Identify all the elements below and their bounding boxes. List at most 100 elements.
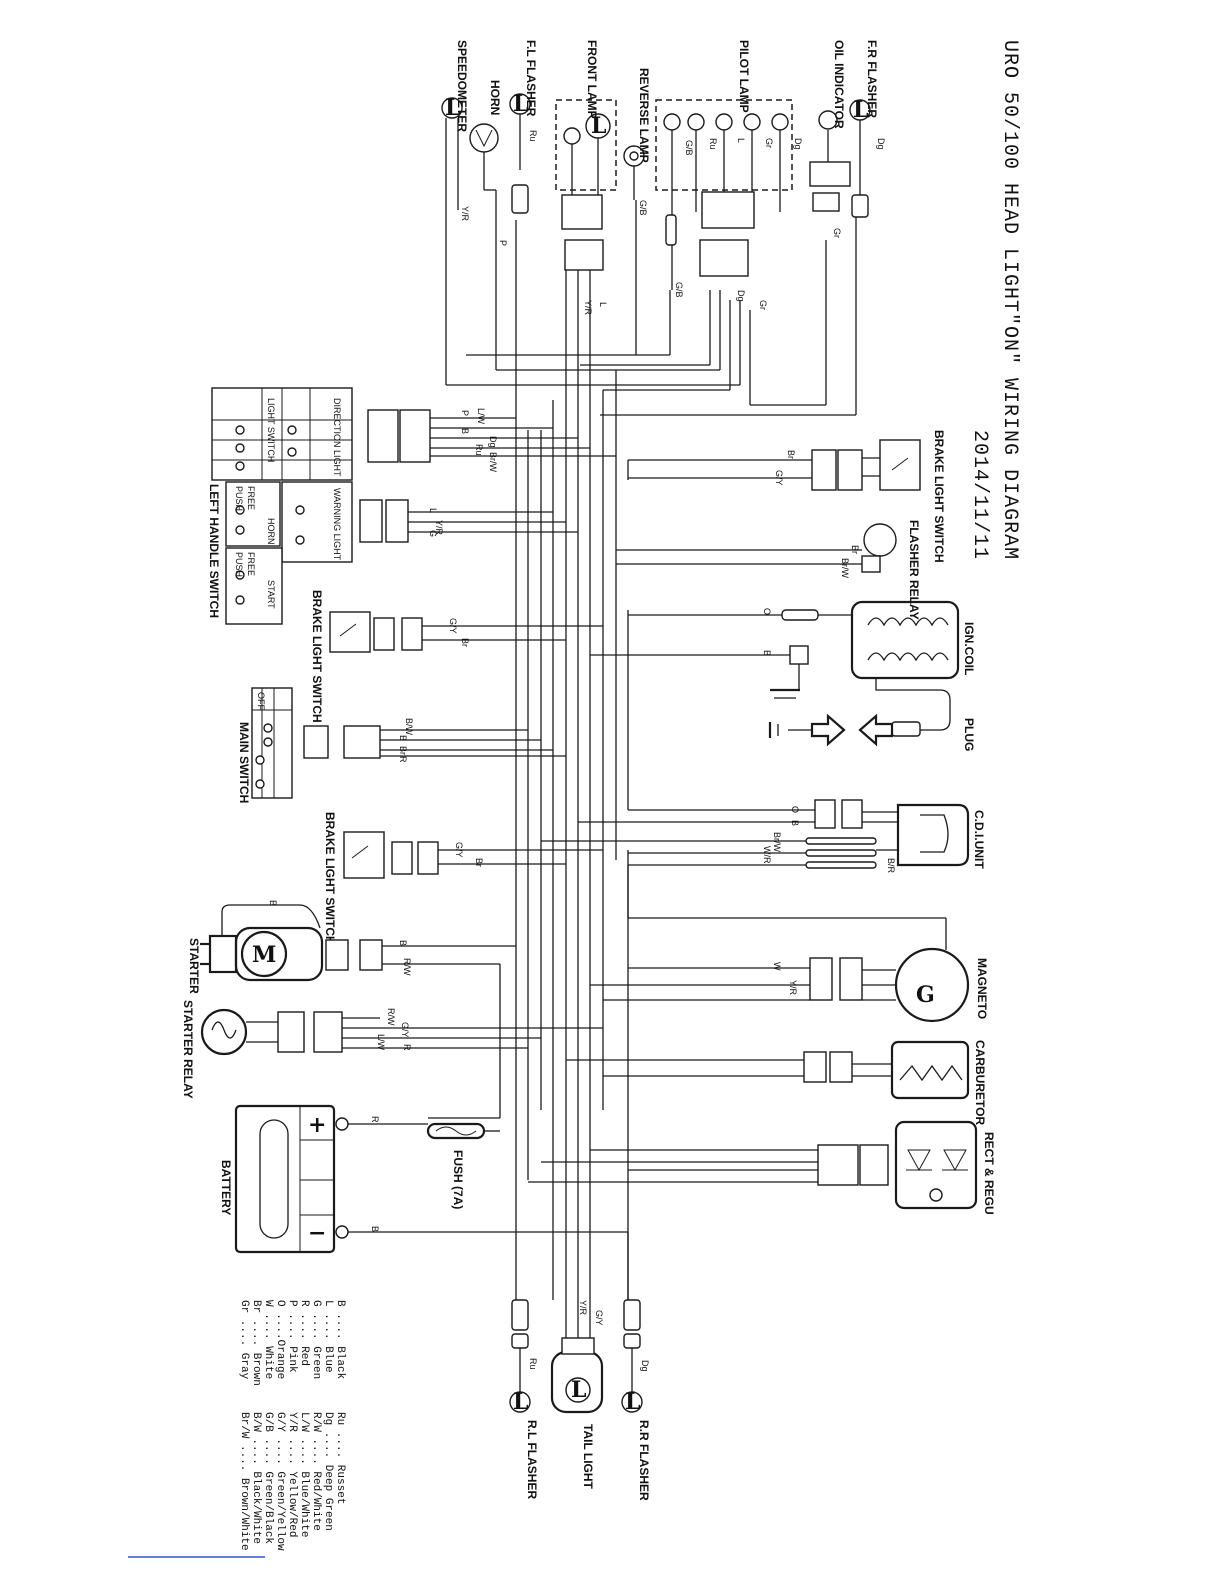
fl-flasher: L F.L FLASHER Ru [509, 40, 538, 214]
off-label: OFF [256, 692, 266, 710]
wire-label: Ru [708, 138, 718, 150]
wire-label: L/W [376, 1034, 386, 1051]
starter-relay: STARTER RELAY R/W G/Y L/W R [181, 1000, 603, 1099]
carburetor: CARBURETOR [566, 1040, 987, 1125]
lamp-icon: L [513, 1389, 528, 1415]
carburetor-label: CARBURETOR [973, 1040, 987, 1125]
lamp-icon: L [625, 1389, 640, 1415]
wire-label: L/W [476, 408, 486, 425]
wire-label: Br/W [840, 558, 850, 579]
legend-item: Ru .... Russet [334, 1412, 346, 1504]
wire-label: G/B [674, 282, 684, 298]
rr-flasher: L R.R FLASHER Dg [621, 1299, 651, 1501]
rr-flasher-label: R.R FLASHER [637, 1420, 651, 1501]
wire-label: R [370, 1116, 380, 1123]
wire-label: B/W [404, 718, 414, 736]
wire-label: B [762, 650, 772, 656]
wire-label: G/Y [400, 1022, 410, 1038]
battery-label: BATTERY [219, 1160, 233, 1215]
legend-item: Br .... Brown [250, 1300, 262, 1386]
rl-flasher: L R.L FLASHER Ru [509, 1299, 539, 1499]
starter-label: STARTER [187, 938, 201, 994]
fuse-label: FUSH (7A) [451, 1150, 465, 1209]
wire-label: Br [786, 450, 796, 459]
legend-item: Dg .... Deep Green [322, 1412, 334, 1531]
wire-label: L [598, 302, 608, 307]
wire-label: G/Y [454, 842, 464, 858]
battery: + − BATTERY R B [219, 1104, 629, 1300]
legend-item: G .... Green [310, 1300, 322, 1379]
horn: HORN P [469, 80, 508, 246]
fl-flasher-label: F.L FLASHER [524, 40, 538, 117]
wire-label: Br [474, 858, 484, 867]
magneto: G MAGNETO W Y/R [590, 947, 989, 1023]
minus-icon: − [308, 1220, 326, 1246]
wire-label: B [790, 820, 800, 826]
magneto-label: MAGNETO [975, 958, 989, 1019]
starter: M STARTER B B R/W [187, 900, 516, 1118]
tail-light: L TAIL LIGHT Y/R G/Y [550, 1160, 604, 1490]
wire-label: W [772, 962, 782, 971]
reverse-lamp: REVERSE LAMP G/B [623, 68, 651, 216]
lamp-icon: L [853, 97, 868, 123]
wire-label: G [428, 530, 438, 537]
wire-label: Ru [474, 444, 484, 456]
wire-label: G/B [638, 200, 648, 216]
wire-label: Dg [876, 138, 886, 150]
speedometer-label: SPEEDOMETER [455, 40, 469, 132]
cdi-unit: C.D.I.UNIT O B Br/W W/R B/R [541, 799, 986, 950]
wire-label: G/Y [448, 618, 458, 634]
legend-item: R/W .... Red/White [310, 1412, 322, 1531]
wire-label: B [398, 735, 408, 741]
title-line2: 2014/11/11 [968, 430, 991, 560]
legend-item: Br/W .... Brown/White [238, 1412, 250, 1551]
legend-item: R .... Red [298, 1300, 310, 1366]
main-switch-label: MAIN SWITCH [237, 722, 251, 803]
flasher-relay-label: FLASHER RELAY [907, 520, 921, 620]
wire-label: Gr [758, 300, 768, 310]
wire-label: R [402, 1044, 412, 1051]
wire-label: G/Y [774, 470, 784, 486]
flasher-relay: FLASHER RELAY Br Br/W [616, 520, 921, 620]
title-line1: URO 50/100 HEAD LIGHT"ON" WIRING DIAGRAM [998, 40, 1021, 560]
generator-icon: G [916, 982, 935, 1008]
brake-light-switch-low: BRAKE LIGHT SWITCH G/Y Br [323, 812, 603, 945]
wire-label: Br/W [488, 452, 498, 473]
start-switch-label: START [266, 580, 276, 609]
wire-label: O [762, 608, 772, 615]
wire-label: R [398, 756, 408, 763]
left-handle-switch-label: LEFT HANDLE SWITCH [207, 484, 221, 618]
wire-label: Dg [640, 1360, 650, 1372]
wire-label: Y/R [434, 520, 444, 536]
wire-label: Dg [793, 138, 803, 150]
rl-flasher-label: R.L FLASHER [525, 1420, 539, 1499]
wire-label: Ru [528, 1358, 538, 1370]
free-label: FREE [246, 486, 256, 510]
plus-icon: + [308, 1112, 326, 1138]
legend-item: O ....Orange [274, 1300, 286, 1379]
wire-label: B [268, 900, 278, 906]
diode-icon [906, 1149, 932, 1172]
oil-indicator-label: OIL INDICATOR [832, 40, 846, 129]
lamp-icon: L [445, 95, 460, 121]
pilot-lamp-label: PILOT LAMP [737, 40, 751, 113]
main-switch: MAIN SWITCH OFF B/W B Br R [237, 687, 566, 803]
speedometer: L SPEEDOMETER Y/R [441, 40, 470, 230]
wire-label: Dg [736, 290, 746, 302]
pilot-lamp: PILOT LAMP Dg Gr L Ru G/B G/B Gr Dg [655, 40, 803, 310]
light-switch-label: LIGHT SWITCH [266, 398, 276, 462]
reverse-lamp-label: REVERSE LAMP [637, 68, 651, 163]
fuse: FUSH (7A) [426, 1122, 500, 1209]
legend-item: L/W .... Blue/White [298, 1412, 310, 1537]
horn-switch-label: HORN [266, 518, 276, 545]
wire-label: G/Y [594, 1310, 604, 1326]
warning-light-label: WARNING LIGHT [332, 488, 342, 561]
wire-label: G/B [684, 140, 694, 156]
wire-label: Br [850, 545, 860, 554]
fr-flasher-label: F.R FLASHER [865, 40, 879, 118]
fr-flasher: L F.R FLASHER Dg [849, 40, 886, 218]
push-label: PUSH [234, 486, 244, 511]
wire-label: L [736, 138, 746, 143]
legend-item: B/W .... Black/White [250, 1412, 262, 1544]
wire-label: Ru [528, 130, 538, 142]
